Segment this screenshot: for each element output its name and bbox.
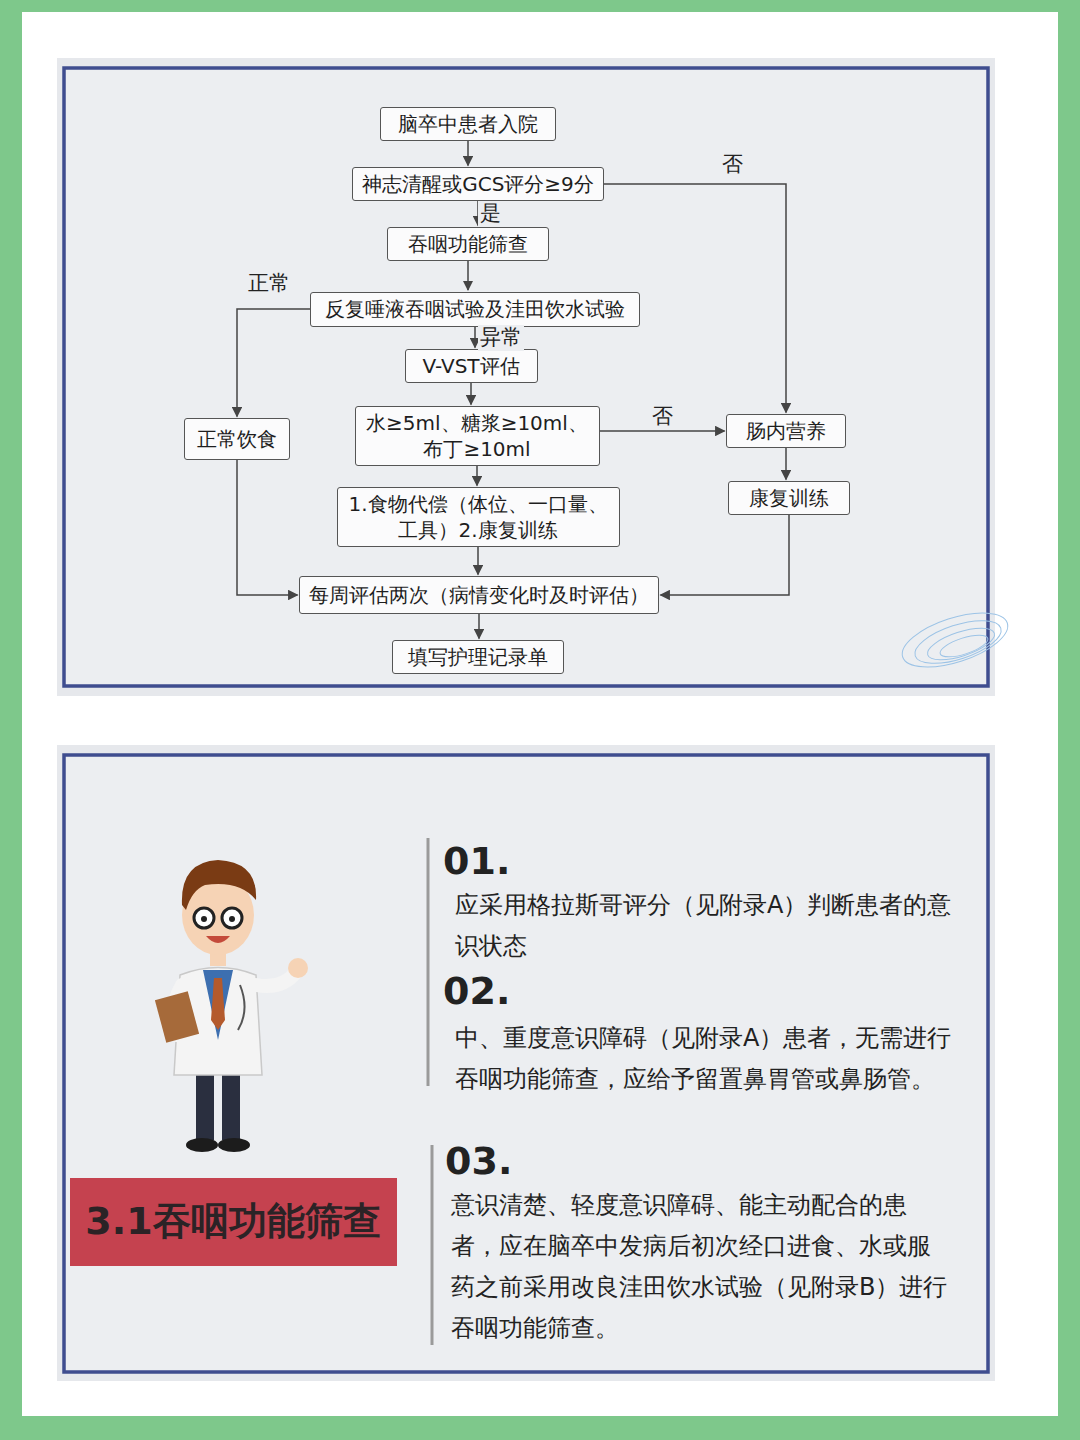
process-box: 水≥5ml、糖浆≥10ml、 布丁≥10ml [355, 406, 600, 466]
item-number: 03. [445, 1142, 512, 1180]
shoe [218, 1138, 250, 1152]
process-box: 吞咽功能筛查 [387, 227, 549, 261]
flow-arrow [600, 430, 725, 432]
node-text: 肠内营养 [746, 418, 826, 444]
edge-label: 异常 [478, 325, 524, 350]
edge-label: 否 [650, 404, 675, 429]
doctor-illustration [155, 860, 308, 1152]
process-box: 神志清醒或GCS评分≥9分 [352, 167, 604, 201]
tie [211, 978, 225, 1030]
hair [182, 860, 256, 910]
process-box: 康复训练 [728, 481, 850, 515]
item-number: 01. [443, 842, 510, 880]
edge-label: 正常 [246, 271, 292, 296]
arm [256, 972, 296, 986]
item-text: 意识清楚、轻度意识障碍、能主动配合的患者，应在脑卒中发病后初次经口进食、水或服药… [451, 1185, 951, 1349]
swirl [910, 612, 1006, 672]
hand [288, 958, 308, 978]
process-box: V-VST评估 [405, 349, 538, 383]
stethoscope [238, 985, 245, 1030]
flow-arrow [661, 515, 790, 595]
flow-arrow [478, 614, 480, 639]
node-text: 填写护理记录单 [408, 644, 548, 670]
flow-arrow [237, 460, 298, 595]
clipboard [155, 991, 199, 1042]
panel-frame [57, 745, 995, 1381]
node-text: 正常饮食 [197, 426, 277, 452]
node-text: 水≥5ml、糖浆≥10ml、 布丁≥10ml [365, 410, 590, 462]
section-heading-box: 3.1吞咽功能筛查 [70, 1178, 397, 1266]
eye [201, 916, 207, 922]
text-panel [64, 755, 988, 1372]
item-number: 02. [443, 972, 510, 1010]
swirl [938, 631, 990, 662]
item-text: 中、重度意识障碍（见附录A）患者，无需进行吞咽功能筛查，应给予留置鼻胃管或鼻肠管… [455, 1018, 955, 1100]
swirl [924, 622, 998, 666]
node-text: 反复唾液吞咽试验及洼田饮水试验 [325, 296, 625, 322]
node-text: 1.食物代偿（体位、一口量、 工具）2.康复训练 [347, 491, 610, 543]
flow-arrow [477, 547, 479, 575]
edge-label: 是 [478, 201, 503, 226]
flow-arrow [474, 327, 476, 348]
process-box: 每周评估两次（病情变化时及时评估） [299, 576, 659, 614]
side-bar [427, 838, 430, 1086]
node-text: 康复训练 [749, 485, 829, 511]
mouth [206, 936, 230, 943]
node-text: 3.1吞咽功能筛查 [85, 1197, 380, 1246]
flow-arrow [467, 141, 469, 166]
node-text: 脑卒中患者入院 [398, 111, 538, 137]
flow-arrow [470, 383, 472, 405]
process-box: 肠内营养 [726, 414, 846, 448]
flow-arrow [785, 448, 787, 480]
eye [229, 916, 235, 922]
swirl [896, 602, 1014, 678]
flow-arrow [237, 309, 310, 417]
process-box: 1.食物代偿（体位、一口量、 工具）2.康复训练 [337, 487, 620, 547]
panel-frame [57, 58, 995, 696]
edge-label: 否 [720, 152, 745, 177]
flow-arrow [467, 261, 469, 290]
item-text: 应采用格拉斯哥评分（见附录A）判断患者的意识状态 [455, 885, 955, 967]
node-text: 每周评估两次（病情变化时及时评估） [309, 582, 649, 608]
shoe [186, 1138, 218, 1152]
node-text: 吞咽功能筛查 [408, 231, 528, 257]
white-card [22, 12, 1058, 1416]
node-text: V-VST评估 [422, 353, 519, 379]
glasses [194, 908, 214, 928]
flow-panel [64, 68, 988, 686]
process-box: 脑卒中患者入院 [380, 107, 556, 141]
process-box: 反复唾液吞咽试验及洼田饮水试验 [310, 292, 640, 327]
swirl-decoration [896, 602, 1014, 678]
process-box: 填写护理记录单 [392, 640, 564, 674]
process-box: 正常饮食 [184, 418, 290, 460]
flow-arrow [476, 466, 478, 486]
glasses [222, 908, 242, 928]
side-bar [431, 1145, 434, 1345]
shirt [203, 970, 233, 1040]
node-text: 神志清醒或GCS评分≥9分 [362, 171, 594, 197]
